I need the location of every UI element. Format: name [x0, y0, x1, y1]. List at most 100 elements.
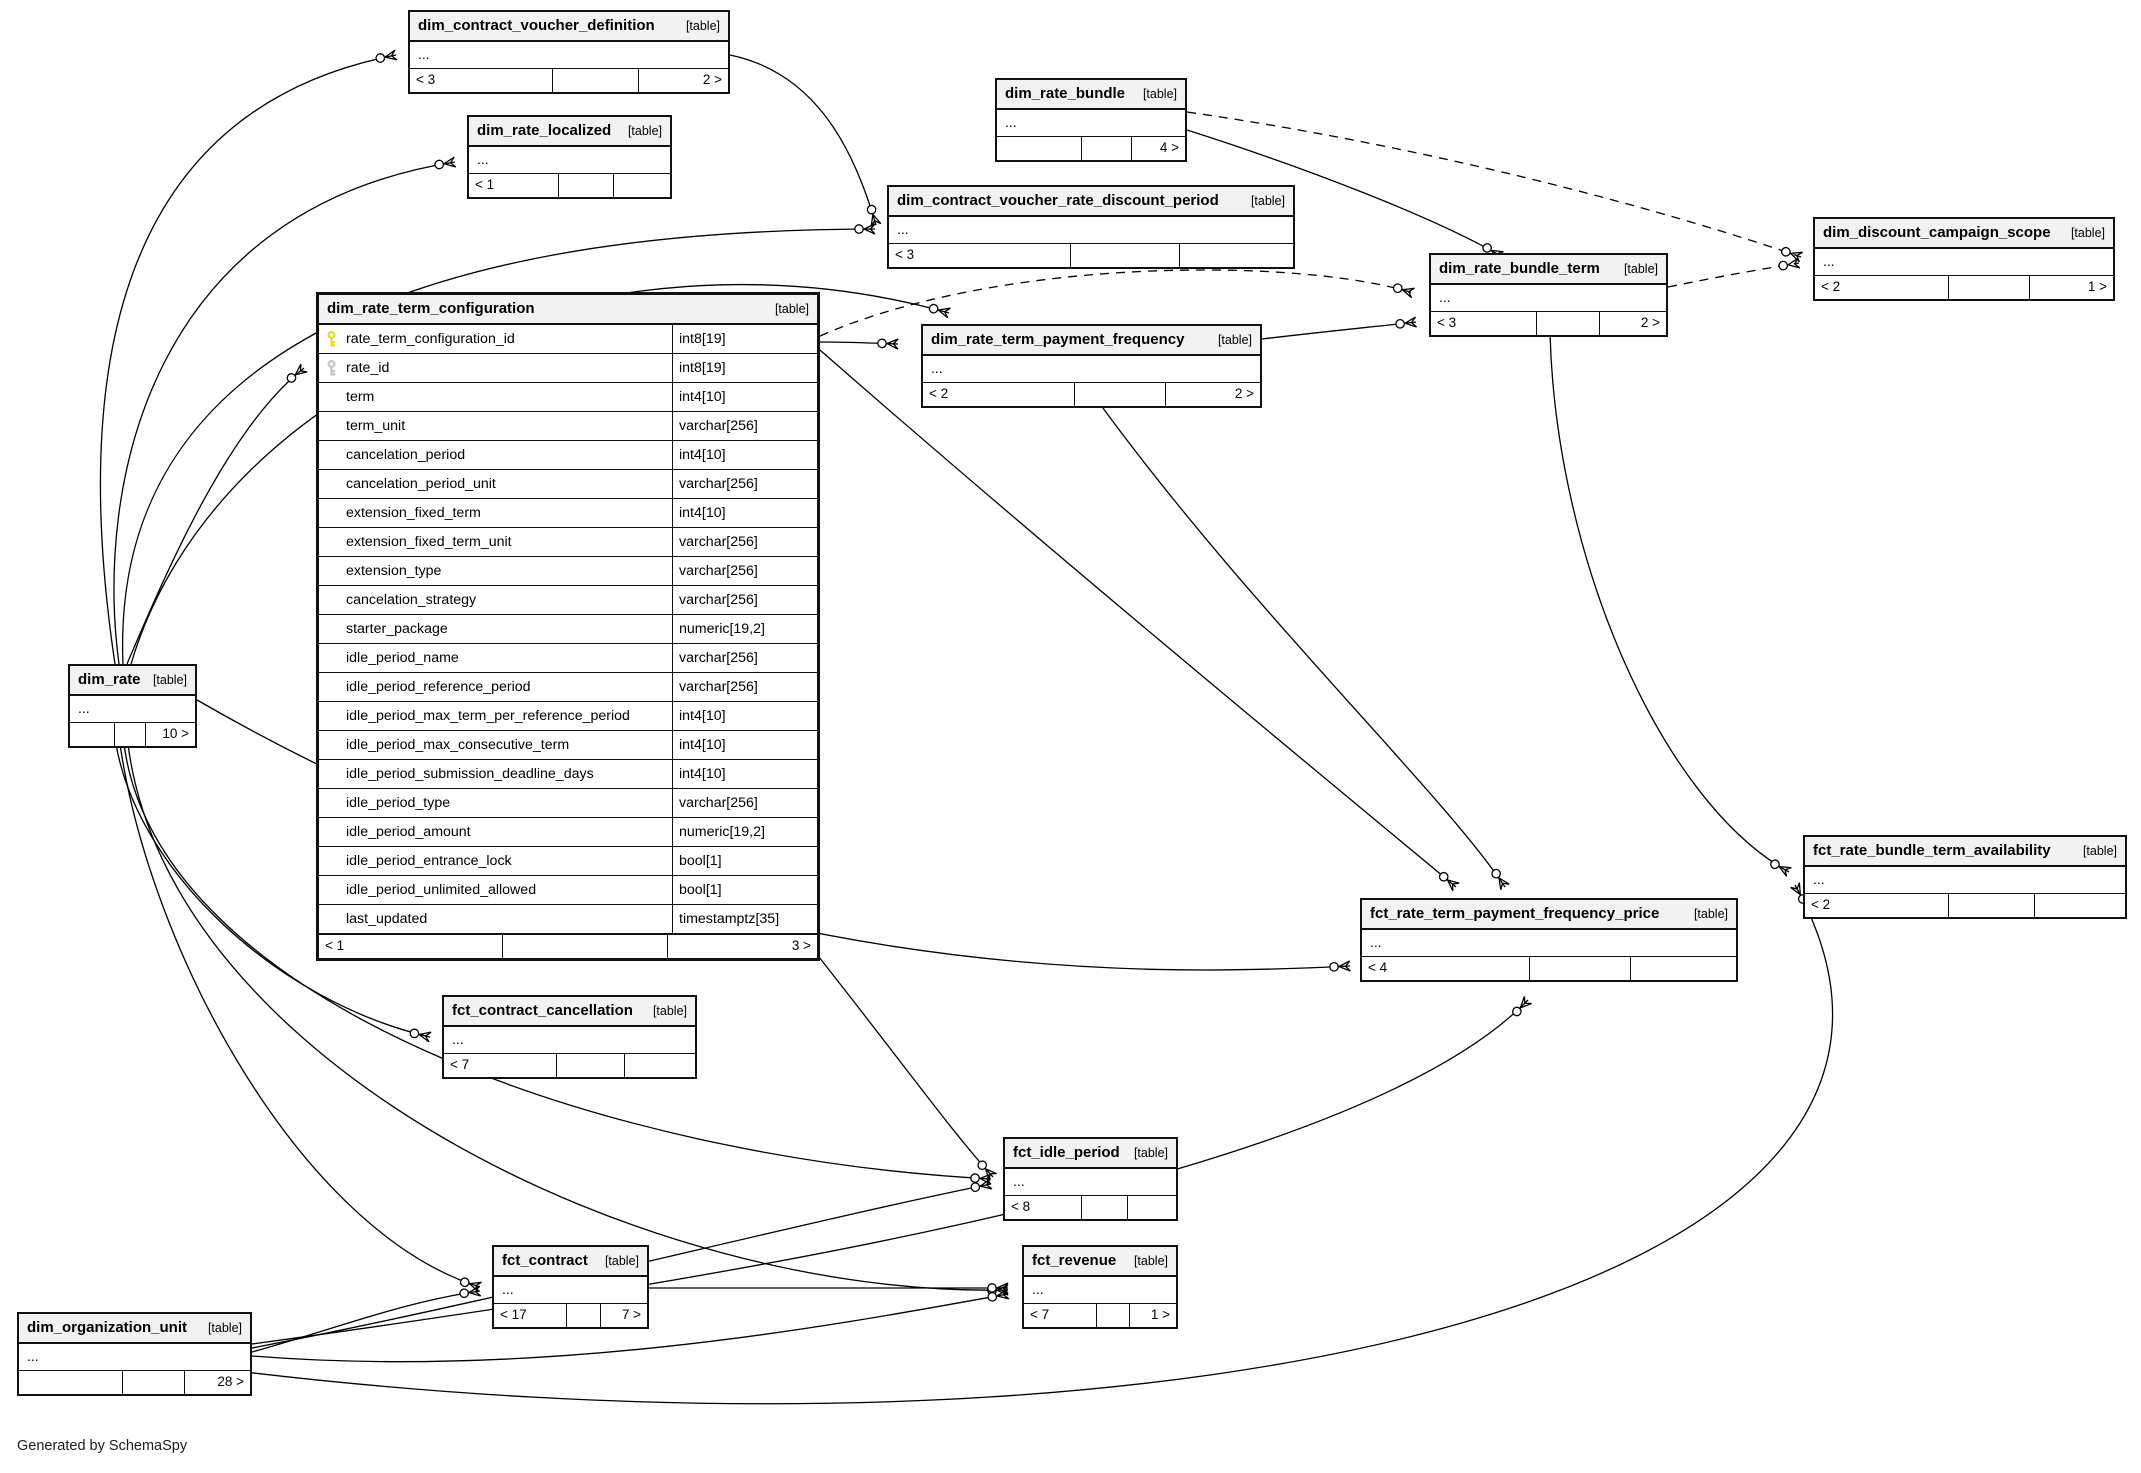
table-header[interactable]: dim_rate[table] [70, 666, 195, 696]
relationship-edge-dim_organization_unit-to-fct_rate_term_payment_frequency_price [251, 996, 1532, 1345]
table-header[interactable]: dim_rate_term_configuration[table] [319, 295, 817, 325]
relationship-edge-dim_rate_term_payment_frequency-to-dim_rate_bundle_term [1261, 316, 1417, 340]
column-row: idle_period_submission_deadline_days int4… [319, 760, 817, 789]
footer-parents-count: < 4 [1362, 957, 1531, 980]
column-row: idle_period_entrance_lock bool[1] [319, 847, 817, 876]
table-header[interactable]: dim_rate_localized [table] [469, 117, 670, 147]
column-type: int4[10] [679, 389, 726, 405]
table-dim_rate_term_configuration[interactable]: dim_rate_term_configuration[table]rate_t… [316, 292, 820, 961]
table-tag: [table] [2082, 844, 2117, 858]
footer-middle-cell [559, 174, 614, 197]
table-dim_rate_term_payment_frequency[interactable]: dim_rate_term_payment_frequency[table]..… [921, 324, 1262, 408]
table-header[interactable]: fct_rate_term_payment_frequency_price [ta… [1362, 900, 1736, 930]
table-tag: [table] [1623, 262, 1658, 276]
relationship-edge-dim_rate-to-fct_contract [119, 743, 482, 1293]
table-header[interactable]: dim_discount_campaign_scope[table] [1815, 219, 2113, 249]
footer-parents-count: < 7 [444, 1054, 557, 1077]
table-header[interactable]: fct_contract[table] [494, 1247, 647, 1277]
table-row-ellipsis: ... [1362, 930, 1736, 956]
relationship-edge-dim_rate_term_payment_frequency-to-fct_rate_term_payment_frequency_price [1099, 403, 1510, 890]
table-header[interactable]: dim_contract_voucher_rate_discount_perio… [889, 187, 1293, 217]
footer-parents-count: < 3 [889, 244, 1071, 267]
table-fct_rate_term_payment_frequency_price[interactable]: fct_rate_term_payment_frequency_price [ta… [1360, 898, 1738, 982]
table-header[interactable]: dim_rate_term_payment_frequency[table] [923, 326, 1260, 356]
column-name: idle_period_max_consecutive_term [319, 731, 673, 759]
relationship-edge-dim_contract_voucher_definition-to-dim_contract_voucher_rate_discount_period [729, 54, 882, 227]
column-name: idle_period_reference_period [319, 673, 673, 701]
table-dim_rate[interactable]: dim_rate[table]...10 > [68, 664, 197, 748]
column-type: varchar[256] [679, 476, 758, 492]
column-type: varchar[256] [679, 795, 758, 811]
table-dim_discount_campaign_scope[interactable]: dim_discount_campaign_scope[table]...< 2… [1813, 217, 2115, 301]
table-dim_contract_voucher_definition[interactable]: dim_contract_voucher_definition[table]..… [408, 10, 730, 94]
table-fct_rate_bundle_term_availability[interactable]: fct_rate_bundle_term_availability [table]… [1803, 835, 2127, 919]
footer-children-count [614, 174, 670, 197]
table-header[interactable]: dim_rate_bundle_term[table] [1431, 255, 1666, 285]
table-fct_idle_period[interactable]: fct_idle_period[table]...< 8 [1003, 1137, 1178, 1221]
table-dim_contract_voucher_rate_discount_period[interactable]: dim_contract_voucher_rate_discount_perio… [887, 185, 1295, 269]
table-tag: [table] [1142, 87, 1177, 101]
column-type: bool[1] [679, 853, 722, 869]
footer-parents-count [997, 137, 1082, 160]
column-name: cancelation_strategy [319, 586, 673, 614]
table-header[interactable]: fct_contract_cancellation[table] [444, 997, 695, 1027]
column-type: int4[10] [679, 766, 726, 782]
table-header[interactable]: dim_rate_bundle[table] [997, 80, 1185, 110]
table-tag: [table] [1133, 1146, 1168, 1160]
foreign-key-icon [327, 360, 336, 376]
footer-middle-cell [503, 935, 668, 958]
footer-middle-cell [557, 1054, 625, 1077]
table-footer: 28 > [19, 1370, 250, 1394]
table-header[interactable]: dim_organization_unit[table] [19, 1314, 250, 1344]
table-footer: < 3 [889, 243, 1293, 267]
footer-middle-cell [567, 1304, 602, 1327]
footer-children-count: 28 > [217, 1374, 244, 1389]
relationship-edge-dim_rate_term_configuration-to-dim_rate_term_payment_frequency [819, 338, 899, 350]
table-header[interactable]: dim_contract_voucher_definition[table] [410, 12, 728, 42]
footer-children-count: 2 > [1640, 315, 1660, 330]
footer-parents-count: < 2 [923, 383, 1075, 406]
table-footer: < 2 [1805, 893, 2125, 917]
column-name: idle_period_submission_deadline_days [319, 760, 673, 788]
table-title: fct_contract_cancellation [452, 1002, 633, 1019]
table-title: dim_rate_localized [477, 122, 612, 139]
column-name: idle_period_entrance_lock [319, 847, 673, 875]
table-header[interactable]: fct_revenue[table] [1024, 1247, 1176, 1277]
table-tag: [table] [1217, 333, 1252, 347]
table-header[interactable]: fct_idle_period[table] [1005, 1139, 1176, 1169]
column-type: int4[10] [679, 708, 726, 724]
table-dim_organization_unit[interactable]: dim_organization_unit[table]...28 > [17, 1312, 252, 1396]
table-tag: [table] [627, 124, 662, 138]
table-tag: [table] [685, 19, 720, 33]
column-type: varchar[256] [679, 592, 758, 608]
column-name: rate_id [319, 354, 673, 382]
table-tag: [table] [774, 302, 809, 316]
footer-children-count: 1 > [2087, 279, 2107, 294]
footer-middle-cell [1082, 1196, 1129, 1219]
table-dim_rate_localized[interactable]: dim_rate_localized[table]...< 1 [467, 115, 672, 199]
table-tag: [table] [152, 673, 187, 687]
footer-middle-cell [1071, 244, 1180, 267]
footer-parents-count: < 2 [1805, 894, 1949, 917]
table-tag: [table] [1693, 907, 1728, 921]
table-title: fct_rate_term_payment_frequency_price [1370, 905, 1660, 922]
table-header[interactable]: fct_rate_bundle_term_availability [table] [1805, 837, 2125, 867]
table-dim_rate_bundle[interactable]: dim_rate_bundle[table]...4 > [995, 78, 1187, 162]
table-row-ellipsis: ... [889, 217, 1293, 243]
table-fct_contract_cancellation[interactable]: fct_contract_cancellation[table]...< 7 [442, 995, 697, 1079]
table-title: fct_rate_bundle_term_availability [1813, 842, 2051, 859]
relationship-edge-dim_rate_term_configuration-to-fct_rate_term_payment_frequency_price [819, 349, 1460, 892]
